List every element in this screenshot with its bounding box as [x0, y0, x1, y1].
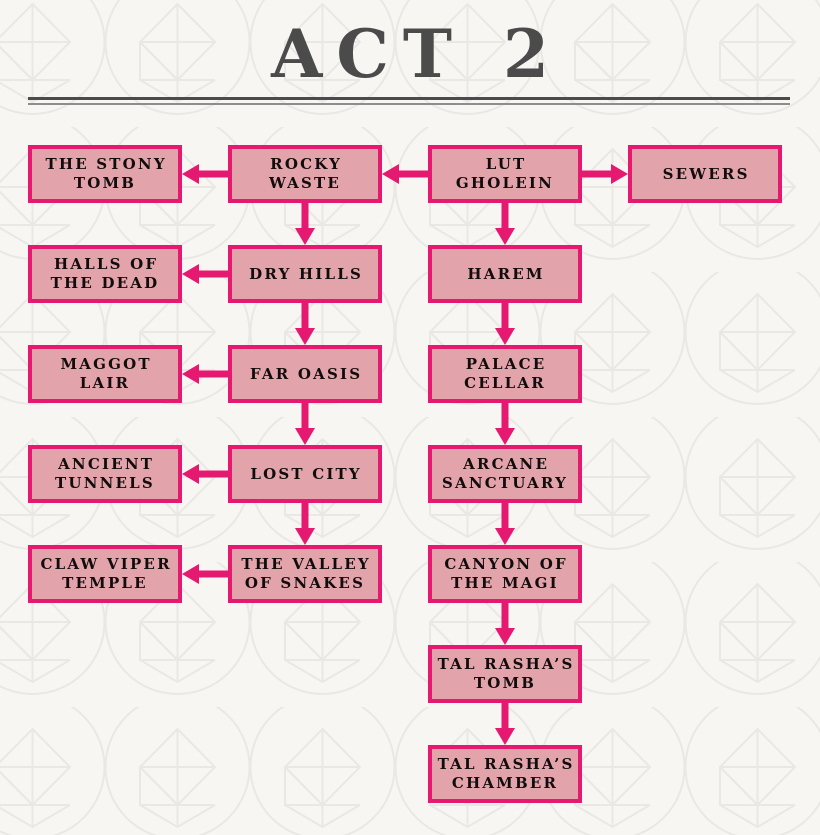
arrow-far-oasis-to-lost-city-head [295, 428, 315, 445]
arrow-canyon-of-the-magi-to-tal-rashas-tomb-head [495, 628, 515, 645]
arrow-dry-hills-to-halls-of-the-dead-head [182, 264, 199, 284]
node-label: ANCIENT TUNNELS [55, 455, 155, 492]
node-tal-rashas-tomb[interactable]: TAL RASHA’S TOMB [428, 645, 582, 703]
arrow-rocky-waste-to-the-stony-tomb-shaft [198, 170, 228, 178]
node-ancient-tunnels[interactable]: ANCIENT TUNNELS [28, 445, 182, 503]
node-label: LOST CITY [250, 464, 362, 483]
arrow-rocky-waste-to-dry-hills-shaft [301, 203, 309, 229]
node-label: LUT GHOLEIN [455, 155, 555, 192]
arrow-rocky-waste-to-dry-hills-head [295, 228, 315, 245]
node-palace-cellar[interactable]: PALACE CELLAR [428, 345, 582, 403]
arrow-lost-city-to-ancient-tunnels-head [182, 464, 199, 484]
node-dry-hills[interactable]: DRY HILLS [228, 245, 382, 303]
arrow-lut-gholein-to-sewers-shaft [582, 170, 612, 178]
node-claw-viper-temple[interactable]: CLAW VIPER TEMPLE [28, 545, 182, 603]
arrow-lut-gholein-to-harem-head [495, 228, 515, 245]
node-label: FAR OASIS [249, 364, 363, 383]
arrow-lut-gholein-to-harem-shaft [501, 203, 509, 229]
node-lost-city[interactable]: LOST CITY [228, 445, 382, 503]
arrow-lut-gholein-to-sewers-head [611, 164, 628, 184]
node-rocky-waste[interactable]: ROCKY WASTE [228, 145, 382, 203]
arrow-lut-gholein-to-rocky-waste-shaft [398, 170, 428, 178]
arrow-lost-city-to-ancient-tunnels-shaft [198, 470, 228, 478]
node-label: MAGGOT LAIR [60, 355, 152, 392]
arrow-the-valley-of-snakes-to-claw-viper-temple-shaft [198, 570, 228, 578]
node-arcane-sanctuary[interactable]: ARCANE SANCTUARY [428, 445, 582, 503]
arrow-far-oasis-to-maggot-lair-shaft [198, 370, 228, 378]
node-label: THE VALLEY OF SNAKES [241, 555, 371, 592]
node-label: CANYON OF THE MAGI [444, 555, 568, 592]
node-far-oasis[interactable]: FAR OASIS [228, 345, 382, 403]
page-title: ACT 2 [271, 15, 563, 93]
arrow-dry-hills-to-far-oasis-shaft [301, 303, 309, 329]
node-lut-gholein[interactable]: LUT GHOLEIN [428, 145, 582, 203]
node-label: HALLS OF THE DEAD [50, 255, 160, 292]
arrow-tal-rashas-tomb-to-tal-rashas-chamber-head [495, 728, 515, 745]
node-label: ARCANE SANCTUARY [441, 455, 569, 492]
arrow-rocky-waste-to-the-stony-tomb-head [182, 164, 199, 184]
node-canyon-of-the-magi[interactable]: CANYON OF THE MAGI [428, 545, 582, 603]
arrow-arcane-sanctuary-to-canyon-of-the-magi-head [495, 528, 515, 545]
node-the-valley-of-snakes[interactable]: THE VALLEY OF SNAKES [228, 545, 382, 603]
arrow-palace-cellar-to-arcane-sanctuary-shaft [501, 403, 509, 429]
arrow-tal-rashas-tomb-to-tal-rashas-chamber-shaft [501, 703, 509, 729]
title-rule-thin [28, 103, 790, 105]
arrow-dry-hills-to-halls-of-the-dead-shaft [198, 270, 228, 278]
arrow-lost-city-to-the-valley-of-snakes-shaft [301, 503, 309, 529]
arrow-harem-to-palace-cellar-shaft [501, 303, 509, 329]
arrow-dry-hills-to-far-oasis-head [295, 328, 315, 345]
node-label: THE STONY TOMB [45, 155, 167, 192]
node-label: DRY HILLS [249, 264, 364, 283]
node-label: CLAW VIPER TEMPLE [40, 555, 172, 592]
arrow-harem-to-palace-cellar-head [495, 328, 515, 345]
node-tal-rashas-chamber[interactable]: TAL RASHA’S CHAMBER [428, 745, 582, 803]
arrow-lut-gholein-to-rocky-waste-head [382, 164, 399, 184]
arrow-palace-cellar-to-arcane-sanctuary-head [495, 428, 515, 445]
arrow-lost-city-to-the-valley-of-snakes-head [295, 528, 315, 545]
node-sewers[interactable]: SEWERS [628, 145, 782, 203]
title-rule-thick [28, 97, 790, 100]
node-label: TAL RASHA’S CHAMBER [437, 755, 575, 792]
node-label: ROCKY WASTE [269, 155, 342, 192]
node-label: SEWERS [662, 164, 750, 183]
arrow-far-oasis-to-maggot-lair-head [182, 364, 199, 384]
node-harem[interactable]: HAREM [428, 245, 582, 303]
arrow-far-oasis-to-lost-city-shaft [301, 403, 309, 429]
arrow-canyon-of-the-magi-to-tal-rashas-tomb-shaft [501, 603, 509, 629]
node-the-stony-tomb[interactable]: THE STONY TOMB [28, 145, 182, 203]
arrow-arcane-sanctuary-to-canyon-of-the-magi-shaft [501, 503, 509, 529]
arrow-the-valley-of-snakes-to-claw-viper-temple-head [182, 564, 199, 584]
node-label: PALACE CELLAR [464, 355, 547, 392]
node-halls-of-the-dead[interactable]: HALLS OF THE DEAD [28, 245, 182, 303]
node-label: TAL RASHA’S TOMB [437, 655, 575, 692]
node-label: HAREM [467, 264, 545, 283]
node-maggot-lair[interactable]: MAGGOT LAIR [28, 345, 182, 403]
